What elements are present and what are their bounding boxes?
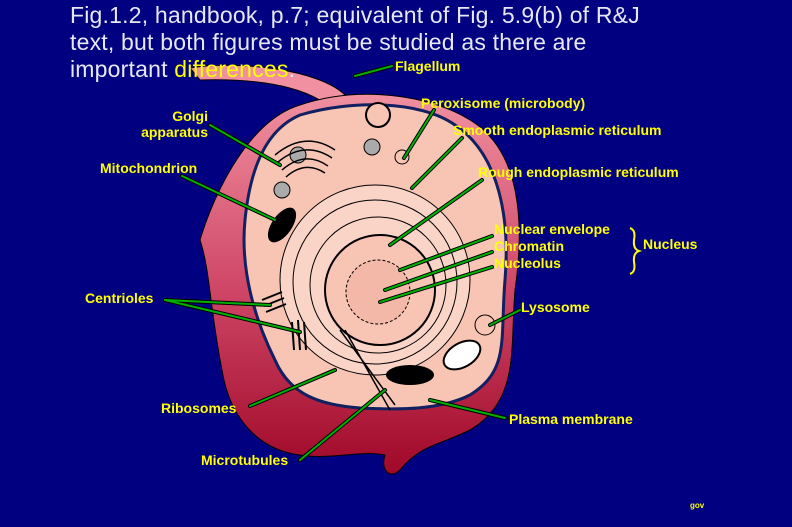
- label-mitochondrion: Mitochondrion: [100, 160, 198, 176]
- vacuole: [442, 339, 482, 371]
- vesicle: [363, 138, 381, 156]
- nuclear-envelope: [309, 216, 447, 354]
- label-peroxisome: Peroxisome (microbody): [421, 95, 586, 111]
- mitochondrion: [267, 207, 297, 243]
- author-initials: gov: [690, 501, 705, 510]
- golgi-apparatus: [274, 140, 336, 178]
- label-lysosome: Lysosome: [521, 299, 590, 315]
- label-microtubules: Microtubules: [201, 452, 289, 468]
- slide-title: Fig.1.2, handbook, p.7; equivalent of Fi…: [70, 2, 640, 83]
- vesicle: [273, 181, 291, 199]
- mitochondrion-2: [386, 365, 434, 385]
- label-centrioles: Centrioles: [85, 290, 154, 306]
- label-chromatin: Chromatin: [494, 238, 564, 254]
- microtubules: [339, 329, 396, 411]
- title-line-2: text, but both figures must be studied a…: [70, 29, 587, 55]
- label-nucleus: Nucleus: [643, 236, 698, 252]
- peroxisome: [365, 102, 391, 128]
- title-line-3: important differences.: [70, 56, 295, 83]
- title-line-3-suffix: .: [288, 56, 296, 82]
- label-nuclear-envelope: Nuclear envelope: [494, 221, 610, 237]
- label-plasma-membrane: Plasma membrane: [509, 411, 633, 427]
- title-line-3-prefix: important: [70, 56, 175, 82]
- title-highlight: differences: [174, 56, 289, 82]
- label-smooth-er: Smooth endoplasmic reticulum: [453, 122, 662, 138]
- label-ribosomes: Ribosomes: [161, 400, 237, 416]
- leader-lines-color: [164, 65, 521, 461]
- label-golgi-line-2: apparatus: [141, 124, 208, 140]
- label-flagellum: Flagellum: [395, 58, 461, 74]
- rough-er-ring: [292, 199, 458, 365]
- lysosome: [474, 314, 496, 336]
- label-nucleolus: Nucleolus: [494, 255, 561, 271]
- label-golgi-line-1: Golgi: [172, 108, 208, 124]
- nucleus-brace: [629, 227, 643, 275]
- title-line-1: Fig.1.2, handbook, p.7; equivalent of Fi…: [70, 2, 640, 28]
- label-rough-er: Rough endoplasmic reticulum: [478, 164, 679, 180]
